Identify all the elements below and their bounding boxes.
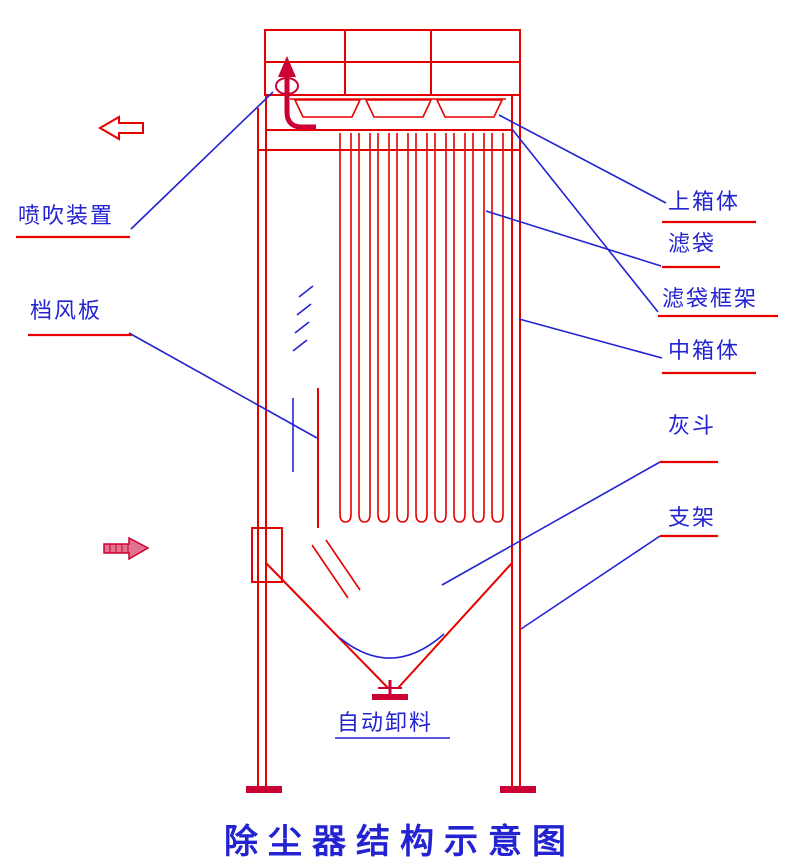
shell-walls <box>257 95 521 788</box>
label-wind-baffle: 档风板 <box>30 298 103 323</box>
label-bag-cage: 滤袋框架 <box>662 286 759 311</box>
support-feet <box>246 786 536 793</box>
flow-dashes <box>292 285 314 472</box>
pulse-pipe <box>275 56 316 130</box>
label-auto-discharge: 自动卸料 <box>337 710 434 735</box>
label-upper-box: 上箱体 <box>668 189 741 214</box>
inlet-arrow-icon <box>103 536 150 561</box>
label-middle-box: 中箱体 <box>668 338 741 363</box>
inlet-box <box>251 527 283 583</box>
filter-bags <box>339 150 504 523</box>
label-underlines <box>16 220 778 739</box>
diagram-title: 除尘器结构示意图 <box>224 822 576 862</box>
label-ash-hopper: 灰斗 <box>668 413 717 438</box>
label-blow-device: 喷吹装置 <box>18 203 115 228</box>
label-filter-bag: 滤袋 <box>668 231 717 256</box>
leader-lines <box>128 91 667 630</box>
label-support: 支架 <box>668 505 717 530</box>
discharge-valve <box>372 680 408 700</box>
upper-box <box>264 29 521 96</box>
outlet-arrow-icon <box>98 115 144 141</box>
cell-plate <box>290 98 506 118</box>
hopper-arc <box>339 633 445 659</box>
hopper <box>265 539 513 689</box>
tube-sheet <box>258 129 520 151</box>
